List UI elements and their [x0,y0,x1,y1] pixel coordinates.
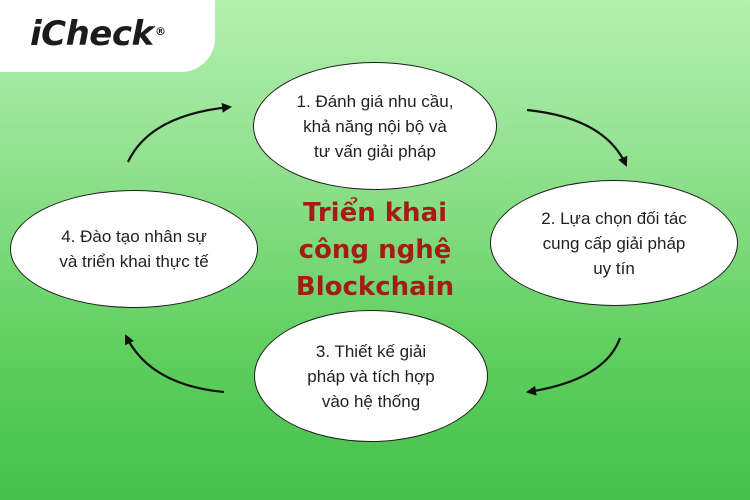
step-2-text: 2. Lựa chọn đối tác cung cấp giải pháp u… [541,208,687,278]
registered-mark: ® [155,25,166,38]
step-4-text: 4. Đào tạo nhân sự và triển khai thực tế [59,227,209,271]
title-line-3: Blockchain [295,272,455,302]
title-line-1: Triển khai [302,198,448,228]
arrow-step3-to-step4 [125,334,225,394]
step-4-node: 4. Đào tạo nhân sự và triển khai thực tế [10,190,258,308]
arrow-step1-to-step2 [526,108,628,167]
title-line-2: công nghệ [298,235,452,265]
arrow-step4-to-step1 [127,102,232,163]
step-3-text: 3. Thiết kế giải pháp và tích hợp vào hệ… [307,341,435,411]
logo-panel: iCheck ® [0,0,215,72]
arrow-step2-to-step3 [526,337,622,396]
step-1-text: 1. Đánh giá nhu cầu, khả năng nội bộ và … [296,91,454,161]
diagram-title: Triển khai công nghệ Blockchain [262,195,488,306]
step-2-node: 2. Lựa chọn đối tác cung cấp giải pháp u… [490,180,738,306]
step-3-node: 3. Thiết kế giải pháp và tích hợp vào hệ… [254,310,488,442]
step-1-node: 1. Đánh giá nhu cầu, khả năng nội bộ và … [253,62,497,190]
brand-logo: iCheck [30,14,154,54]
